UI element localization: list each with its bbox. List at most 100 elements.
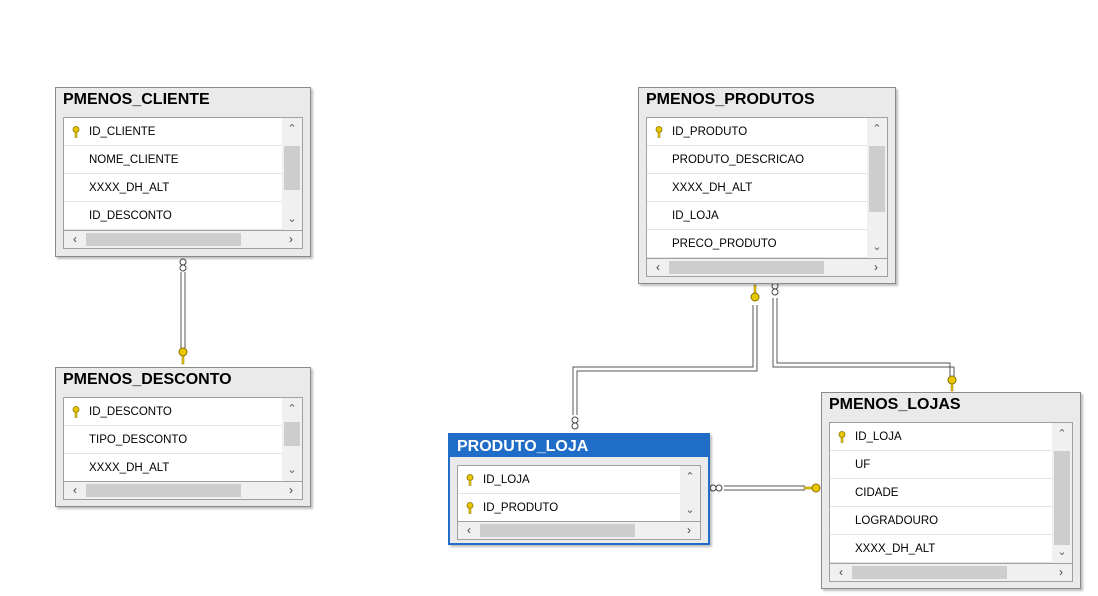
key-icon: [466, 474, 474, 486]
column-name: ID_DESCONTO: [89, 210, 172, 222]
vertical-scrollbar[interactable]: ⌃ ⌄: [680, 466, 700, 521]
table-title[interactable]: PMENOS_LOJAS: [822, 393, 1080, 417]
column-name: XXXX_DH_ALT: [672, 182, 753, 194]
chevron-right-icon[interactable]: ›: [289, 483, 293, 497]
chevron-down-icon[interactable]: ⌄: [1057, 546, 1067, 558]
chevron-up-icon[interactable]: ⌃: [287, 123, 297, 135]
column-name: ID_LOJA: [483, 474, 530, 486]
column-row[interactable]: NOME_CLIENTE: [64, 146, 282, 174]
column-name: ID_LOJA: [672, 210, 719, 222]
table-title[interactable]: PMENOS_PRODUTOS: [639, 88, 895, 112]
rel-produtos-produto-loja[interactable]: [571, 305, 758, 430]
scroll-thumb[interactable]: [86, 233, 241, 246]
vertical-scrollbar[interactable]: ⌃ ⌄: [282, 398, 302, 481]
column-name: PRECO_PRODUTO: [672, 238, 777, 250]
horizontal-scrollbar[interactable]: ‹ ›: [457, 522, 701, 540]
column-row[interactable]: ID_LOJA: [830, 423, 1052, 451]
column-grid: ID_LOJA ID_PRODUTO ⌃ ⌄: [457, 465, 701, 522]
table-pmenos-cliente[interactable]: PMENOS_CLIENTE ID_CLIENTE NOME_CLIENTE X…: [55, 87, 311, 257]
chevron-down-icon[interactable]: ⌄: [287, 213, 297, 225]
chevron-left-icon[interactable]: ‹: [467, 523, 471, 537]
vertical-scrollbar[interactable]: ⌃ ⌄: [282, 118, 302, 230]
chevron-left-icon[interactable]: ‹: [73, 232, 77, 246]
column-grid: ID_PRODUTO PRODUTO_DESCRICAO XXXX_DH_ALT…: [646, 117, 888, 259]
column-grid: ID_DESCONTO TIPO_DESCONTO XXXX_DH_ALT ⌃ …: [63, 397, 303, 482]
column-name: XXXX_DH_ALT: [855, 543, 936, 555]
chevron-up-icon[interactable]: ⌃: [685, 471, 695, 483]
table-produto-loja[interactable]: PRODUTO_LOJA ID_LOJA ID_PRODUTO ⌃ ⌄ ‹ ›: [448, 433, 710, 545]
column-name: LOGRADOURO: [855, 515, 939, 527]
chevron-right-icon[interactable]: ›: [1059, 565, 1063, 579]
key-icon: [466, 502, 474, 514]
rel-produtos-lojas[interactable]: [771, 282, 955, 378]
column-row[interactable]: TIPO_DESCONTO: [64, 426, 282, 454]
column-row[interactable]: XXXX_DH_ALT: [64, 454, 282, 481]
column-row[interactable]: PRECO_PRODUTO: [647, 230, 867, 258]
scroll-thumb[interactable]: [284, 146, 300, 190]
horizontal-scrollbar[interactable]: ‹ ›: [646, 259, 888, 277]
horizontal-scrollbar[interactable]: ‹ ›: [63, 231, 303, 249]
vertical-scrollbar[interactable]: ⌃ ⌄: [867, 118, 887, 258]
table-pmenos-desconto[interactable]: PMENOS_DESCONTO ID_DESCONTO TIPO_DESCONT…: [55, 367, 311, 507]
column-row[interactable]: ID_LOJA: [458, 466, 680, 494]
column-row[interactable]: XXXX_DH_ALT: [64, 174, 282, 202]
column-list: ID_LOJA ID_PRODUTO: [458, 466, 680, 521]
column-row[interactable]: XXXX_DH_ALT: [647, 174, 867, 202]
column-name: NOME_CLIENTE: [89, 154, 179, 166]
chevron-right-icon[interactable]: ›: [687, 523, 691, 537]
chevron-left-icon[interactable]: ‹: [73, 483, 77, 497]
horizontal-scrollbar[interactable]: ‹ ›: [829, 564, 1073, 582]
column-name: XXXX_DH_ALT: [89, 462, 170, 474]
key-icon: [655, 126, 663, 138]
chevron-down-icon[interactable]: ⌄: [685, 504, 695, 516]
column-row[interactable]: LOGRADOURO: [830, 507, 1052, 535]
column-row[interactable]: ID_LOJA: [647, 202, 867, 230]
column-row[interactable]: ID_DESCONTO: [64, 202, 282, 230]
column-row[interactable]: ID_PRODUTO: [458, 494, 680, 521]
column-name: ID_PRODUTO: [672, 126, 748, 138]
vertical-scrollbar[interactable]: ⌃ ⌄: [1052, 423, 1072, 563]
column-list: ID_LOJA UF CIDADE LOGRADOURO XXXX_DH_ALT: [830, 423, 1052, 563]
horizontal-scrollbar[interactable]: ‹ ›: [63, 482, 303, 500]
scroll-thumb[interactable]: [669, 261, 824, 274]
rel-produto-loja-lojas[interactable]: [709, 484, 805, 492]
table-title[interactable]: PMENOS_DESCONTO: [56, 368, 310, 392]
rel-cliente-desconto[interactable]: [179, 258, 187, 350]
chevron-up-icon[interactable]: ⌃: [287, 403, 297, 415]
chevron-right-icon[interactable]: ›: [874, 260, 878, 274]
column-list: ID_DESCONTO TIPO_DESCONTO XXXX_DH_ALT: [64, 398, 282, 481]
column-name: ID_CLIENTE: [89, 126, 156, 138]
column-row[interactable]: ID_DESCONTO: [64, 398, 282, 426]
chevron-left-icon[interactable]: ‹: [839, 565, 843, 579]
key-icon: [750, 284, 760, 302]
scroll-thumb[interactable]: [284, 422, 300, 446]
chevron-up-icon[interactable]: ⌃: [1057, 428, 1067, 440]
column-name: XXXX_DH_ALT: [89, 182, 170, 194]
column-row[interactable]: CIDADE: [830, 479, 1052, 507]
column-row[interactable]: ID_CLIENTE: [64, 118, 282, 146]
chevron-left-icon[interactable]: ‹: [656, 260, 660, 274]
key-icon: [803, 483, 821, 493]
table-title[interactable]: PRODUTO_LOJA: [450, 435, 708, 457]
chevron-down-icon[interactable]: ⌄: [287, 464, 297, 476]
scroll-thumb[interactable]: [852, 566, 1007, 579]
column-list: ID_PRODUTO PRODUTO_DESCRICAO XXXX_DH_ALT…: [647, 118, 867, 258]
column-row[interactable]: PRODUTO_DESCRICAO: [647, 146, 867, 174]
scroll-thumb[interactable]: [480, 524, 635, 537]
column-name: ID_DESCONTO: [89, 406, 172, 418]
chevron-right-icon[interactable]: ›: [289, 232, 293, 246]
column-row[interactable]: ID_PRODUTO: [647, 118, 867, 146]
scroll-thumb[interactable]: [1054, 451, 1070, 545]
chevron-up-icon[interactable]: ⌃: [872, 123, 882, 135]
scroll-thumb[interactable]: [869, 146, 885, 212]
scroll-thumb[interactable]: [86, 484, 241, 497]
table-pmenos-lojas[interactable]: PMENOS_LOJAS ID_LOJA UF CIDADE LOGRADOUR…: [821, 392, 1081, 589]
column-grid: ID_LOJA UF CIDADE LOGRADOURO XXXX_DH_ALT…: [829, 422, 1073, 564]
column-row[interactable]: XXXX_DH_ALT: [830, 535, 1052, 563]
table-title[interactable]: PMENOS_CLIENTE: [56, 88, 310, 112]
key-icon: [72, 406, 80, 418]
chevron-down-icon[interactable]: ⌄: [872, 241, 882, 253]
table-pmenos-produtos[interactable]: PMENOS_PRODUTOS ID_PRODUTO PRODUTO_DESCR…: [638, 87, 896, 284]
column-row[interactable]: UF: [830, 451, 1052, 479]
